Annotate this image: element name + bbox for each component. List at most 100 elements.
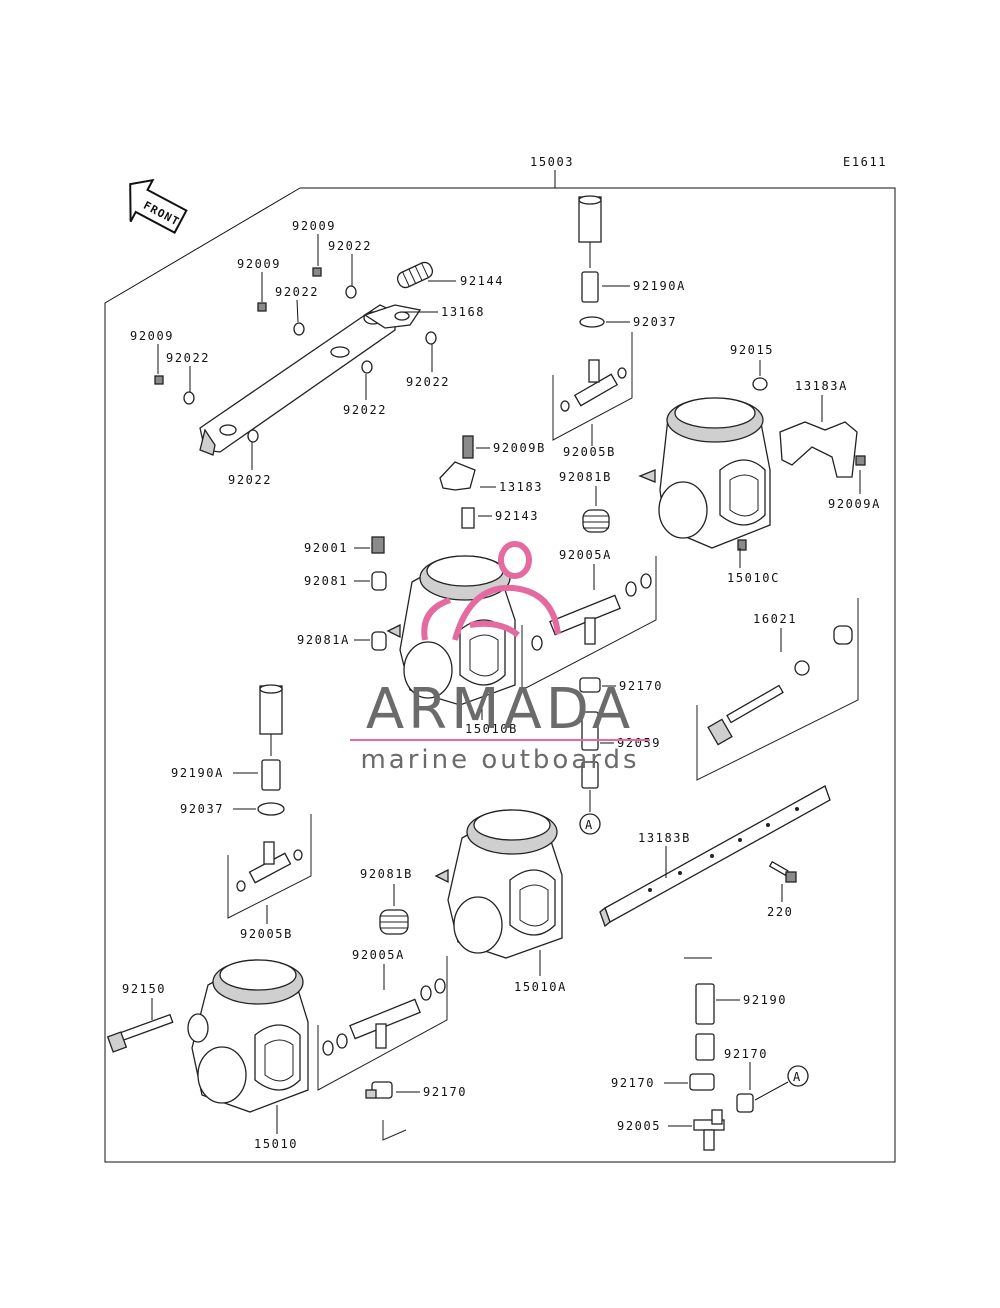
screw-92001 xyxy=(371,536,385,554)
callout-15010: 15010 xyxy=(254,1137,298,1151)
callout-92143: 92143 xyxy=(495,509,539,523)
callout-92015: 92015 xyxy=(730,343,774,357)
callout-13183B: 13183B xyxy=(638,831,691,845)
reference-a-circle-2 xyxy=(787,1065,809,1087)
callout-92005B-top: 92005B xyxy=(563,445,616,459)
callout-92037-top: 92037 xyxy=(633,315,677,329)
fitting-92005A-frame-bottom xyxy=(317,956,448,1091)
callout-92005A-bottom: 92005A xyxy=(352,948,405,962)
bolt-92150 xyxy=(106,1013,174,1053)
clamp-92170-right xyxy=(689,1073,715,1091)
carburetor-15010A xyxy=(434,809,563,959)
callout-13168: 13168 xyxy=(441,305,485,319)
choke-assembly-frame xyxy=(696,598,859,781)
callout-92150: 92150 xyxy=(122,982,166,996)
callout-15010C: 15010C xyxy=(727,571,780,585)
callout-92144: 92144 xyxy=(460,274,504,288)
callout-92081B-bottom: 92081B xyxy=(360,867,413,881)
spring-92081B-top xyxy=(582,509,610,533)
mounting-bracket-13168 xyxy=(199,304,422,456)
screw-92009A xyxy=(855,455,866,466)
callout-92009-b: 92009 xyxy=(237,257,281,271)
callout-92009A: 92009A xyxy=(828,497,881,511)
clip-92037-top xyxy=(579,316,605,328)
spring-92081A xyxy=(371,631,387,651)
carburetor-15010B xyxy=(386,555,516,706)
armada-watermark: ARMADA marine outboards xyxy=(350,541,650,775)
spring-92081 xyxy=(371,571,387,591)
fitting-92005A-frame-top xyxy=(521,556,657,691)
callout-92190A-left: 92190A xyxy=(171,766,224,780)
screw-220 xyxy=(768,860,797,883)
callout-92170-bottom: 92170 xyxy=(423,1085,467,1099)
tee-fitting-92005 xyxy=(693,1109,725,1151)
callout-92081: 92081 xyxy=(304,574,348,588)
clamp-92170-middle xyxy=(579,677,601,693)
tube-92059-lower xyxy=(581,761,599,789)
tee-fitting-92005A-bottom xyxy=(322,978,446,1056)
nut-92015 xyxy=(752,377,768,391)
tee-fitting-92005A-top xyxy=(531,573,652,651)
bracket-13183A xyxy=(779,421,858,478)
assembly-outline xyxy=(104,187,896,1163)
screws-and-washers-top-left xyxy=(154,267,437,443)
callout-92005A-top: 92005A xyxy=(559,548,612,562)
screw-92009B xyxy=(462,435,474,459)
assembly-number-label: 15003 xyxy=(530,155,574,169)
diagram-code: E1611 xyxy=(843,155,887,169)
carburetor-15010 xyxy=(187,959,309,1113)
spring-92081B-bottom xyxy=(379,909,409,935)
reference-a-1: A xyxy=(585,818,594,832)
callout-92170-middle: 92170 xyxy=(619,679,663,693)
callout-92081A: 92081A xyxy=(297,633,350,647)
callout-92009-c: 92009 xyxy=(130,329,174,343)
callout-92005: 92005 xyxy=(617,1119,661,1133)
callout-13183A: 13183A xyxy=(795,379,848,393)
callout-92170-right: 92170 xyxy=(611,1076,655,1090)
clamp-92170-bottom xyxy=(365,1081,393,1099)
tube-92190A-top xyxy=(578,195,602,303)
callout-92009B: 92009B xyxy=(493,441,546,455)
reference-a-circle-1 xyxy=(579,813,601,835)
callout-15010B: 15010B xyxy=(465,722,518,736)
callout-92005B-left: 92005B xyxy=(240,927,293,941)
callout-220: 220 xyxy=(767,905,793,919)
tee-fitting-92005B-top xyxy=(560,359,627,412)
tube-92190A-left xyxy=(259,684,283,791)
callout-92022-a: 92022 xyxy=(328,239,372,253)
callout-92022-f: 92022 xyxy=(228,473,272,487)
tee-fitting-92005B-left xyxy=(236,841,303,892)
clamp-92170-right2 xyxy=(736,1081,789,1113)
watermark-tagline: marine outboards xyxy=(360,745,639,775)
callout-15010A: 15010A xyxy=(514,980,567,994)
fitting-92005B-frame-left xyxy=(227,814,312,919)
callout-92022-b: 92022 xyxy=(275,285,319,299)
carburetor-15010C xyxy=(638,397,771,551)
callout-92081B-top: 92081B xyxy=(559,470,612,484)
callout-13183: 13183 xyxy=(499,480,543,494)
callout-92001: 92001 xyxy=(304,541,348,555)
rail-13183B xyxy=(599,785,831,928)
callout-92170-right2: 92170 xyxy=(724,1047,768,1061)
clip-92037-left xyxy=(257,802,285,816)
tube-92190 xyxy=(695,983,715,1061)
callout-92022-d: 92022 xyxy=(406,375,450,389)
front-arrow: FRONT xyxy=(129,178,188,234)
callout-16021: 16021 xyxy=(753,612,797,626)
choke-plunger-16021 xyxy=(707,625,853,746)
pin-92143 xyxy=(461,507,475,529)
bracket-13183 xyxy=(439,461,476,491)
callout-92190A-top: 92190A xyxy=(633,279,686,293)
leader-lines-top-left xyxy=(157,234,456,470)
callout-92022-e: 92022 xyxy=(343,403,387,417)
callout-92022-c: 92022 xyxy=(166,351,210,365)
callout-92037-left: 92037 xyxy=(180,802,224,816)
watermark-brand: ARMADA xyxy=(366,677,634,742)
fitting-92005B-frame-top xyxy=(552,332,633,441)
callout-92009-a: 92009 xyxy=(292,219,336,233)
fitting-92005A-frame-bottom-tail xyxy=(382,1120,407,1141)
callout-92190: 92190 xyxy=(743,993,787,1007)
armada-logo-icon xyxy=(421,541,561,641)
reference-a-2: A xyxy=(793,1070,802,1084)
